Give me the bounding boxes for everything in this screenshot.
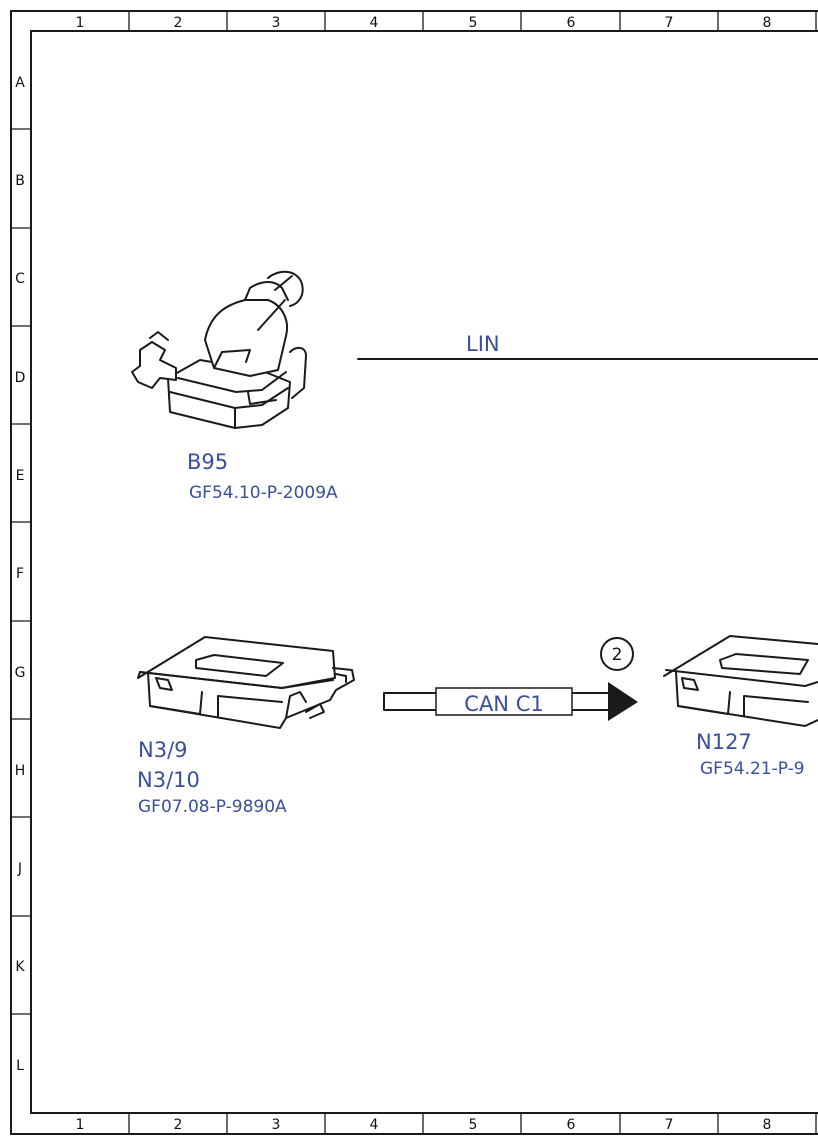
can-bus-connector <box>383 682 638 721</box>
col-label-top: 8 <box>763 15 772 31</box>
col-label-bottom: 7 <box>665 1117 674 1133</box>
row-label: A <box>15 75 25 91</box>
inner-frame <box>30 30 818 1114</box>
row-label: L <box>16 1058 24 1074</box>
control-unit-left-drawing <box>137 636 355 729</box>
sensor-b95-drawing <box>131 270 307 429</box>
col-label-bottom: 5 <box>469 1117 478 1133</box>
outer-frame <box>10 10 818 1135</box>
control-unit-left-code-1: N3/9 <box>138 738 188 762</box>
row-separators <box>11 128 31 1015</box>
row-label: K <box>15 959 25 975</box>
col-label-top: 5 <box>469 15 478 31</box>
can-bus-label-box <box>435 687 573 716</box>
row-label: C <box>15 271 25 287</box>
row-label: B <box>15 173 25 189</box>
control-unit-right-doc-reference: GF54.21-P-9 <box>700 759 805 779</box>
col-label-bottom: 1 <box>76 1117 85 1133</box>
control-unit-right-drawing <box>663 635 818 727</box>
col-label-top: 2 <box>174 15 183 31</box>
control-unit-right-code-label: N127 <box>696 730 752 754</box>
can-bus-marker-circle <box>600 637 634 671</box>
col-label-bottom: 4 <box>370 1117 379 1133</box>
sensor-code-label: B95 <box>187 450 228 474</box>
sensor-doc-reference: GF54.10-P-2009A <box>189 483 338 503</box>
row-label: G <box>15 665 26 681</box>
can-bus-marker-number: 2 <box>612 645 623 665</box>
row-label: J <box>17 861 22 877</box>
col-label-bottom: 8 <box>763 1117 772 1133</box>
lin-bus-label: LIN <box>466 332 500 356</box>
col-label-bottom: 6 <box>567 1117 576 1133</box>
column-separators <box>128 11 817 1134</box>
control-unit-left-doc-reference: GF07.08-P-9890A <box>138 797 287 817</box>
control-unit-left-code-2: N3/10 <box>137 768 200 792</box>
row-label: E <box>16 468 25 484</box>
col-label-bottom: 2 <box>174 1117 183 1133</box>
col-label-top: 6 <box>567 15 576 31</box>
row-label: D <box>15 370 26 386</box>
can-bus-arrow-head <box>608 682 638 721</box>
col-label-bottom: 3 <box>272 1117 281 1133</box>
row-label: F <box>16 566 24 582</box>
col-label-top: 1 <box>76 15 85 31</box>
row-label: H <box>15 763 26 779</box>
col-label-top: 3 <box>272 15 281 31</box>
col-label-top: 7 <box>665 15 674 31</box>
can-bus-label: CAN C1 <box>464 692 543 716</box>
col-label-top: 4 <box>370 15 379 31</box>
